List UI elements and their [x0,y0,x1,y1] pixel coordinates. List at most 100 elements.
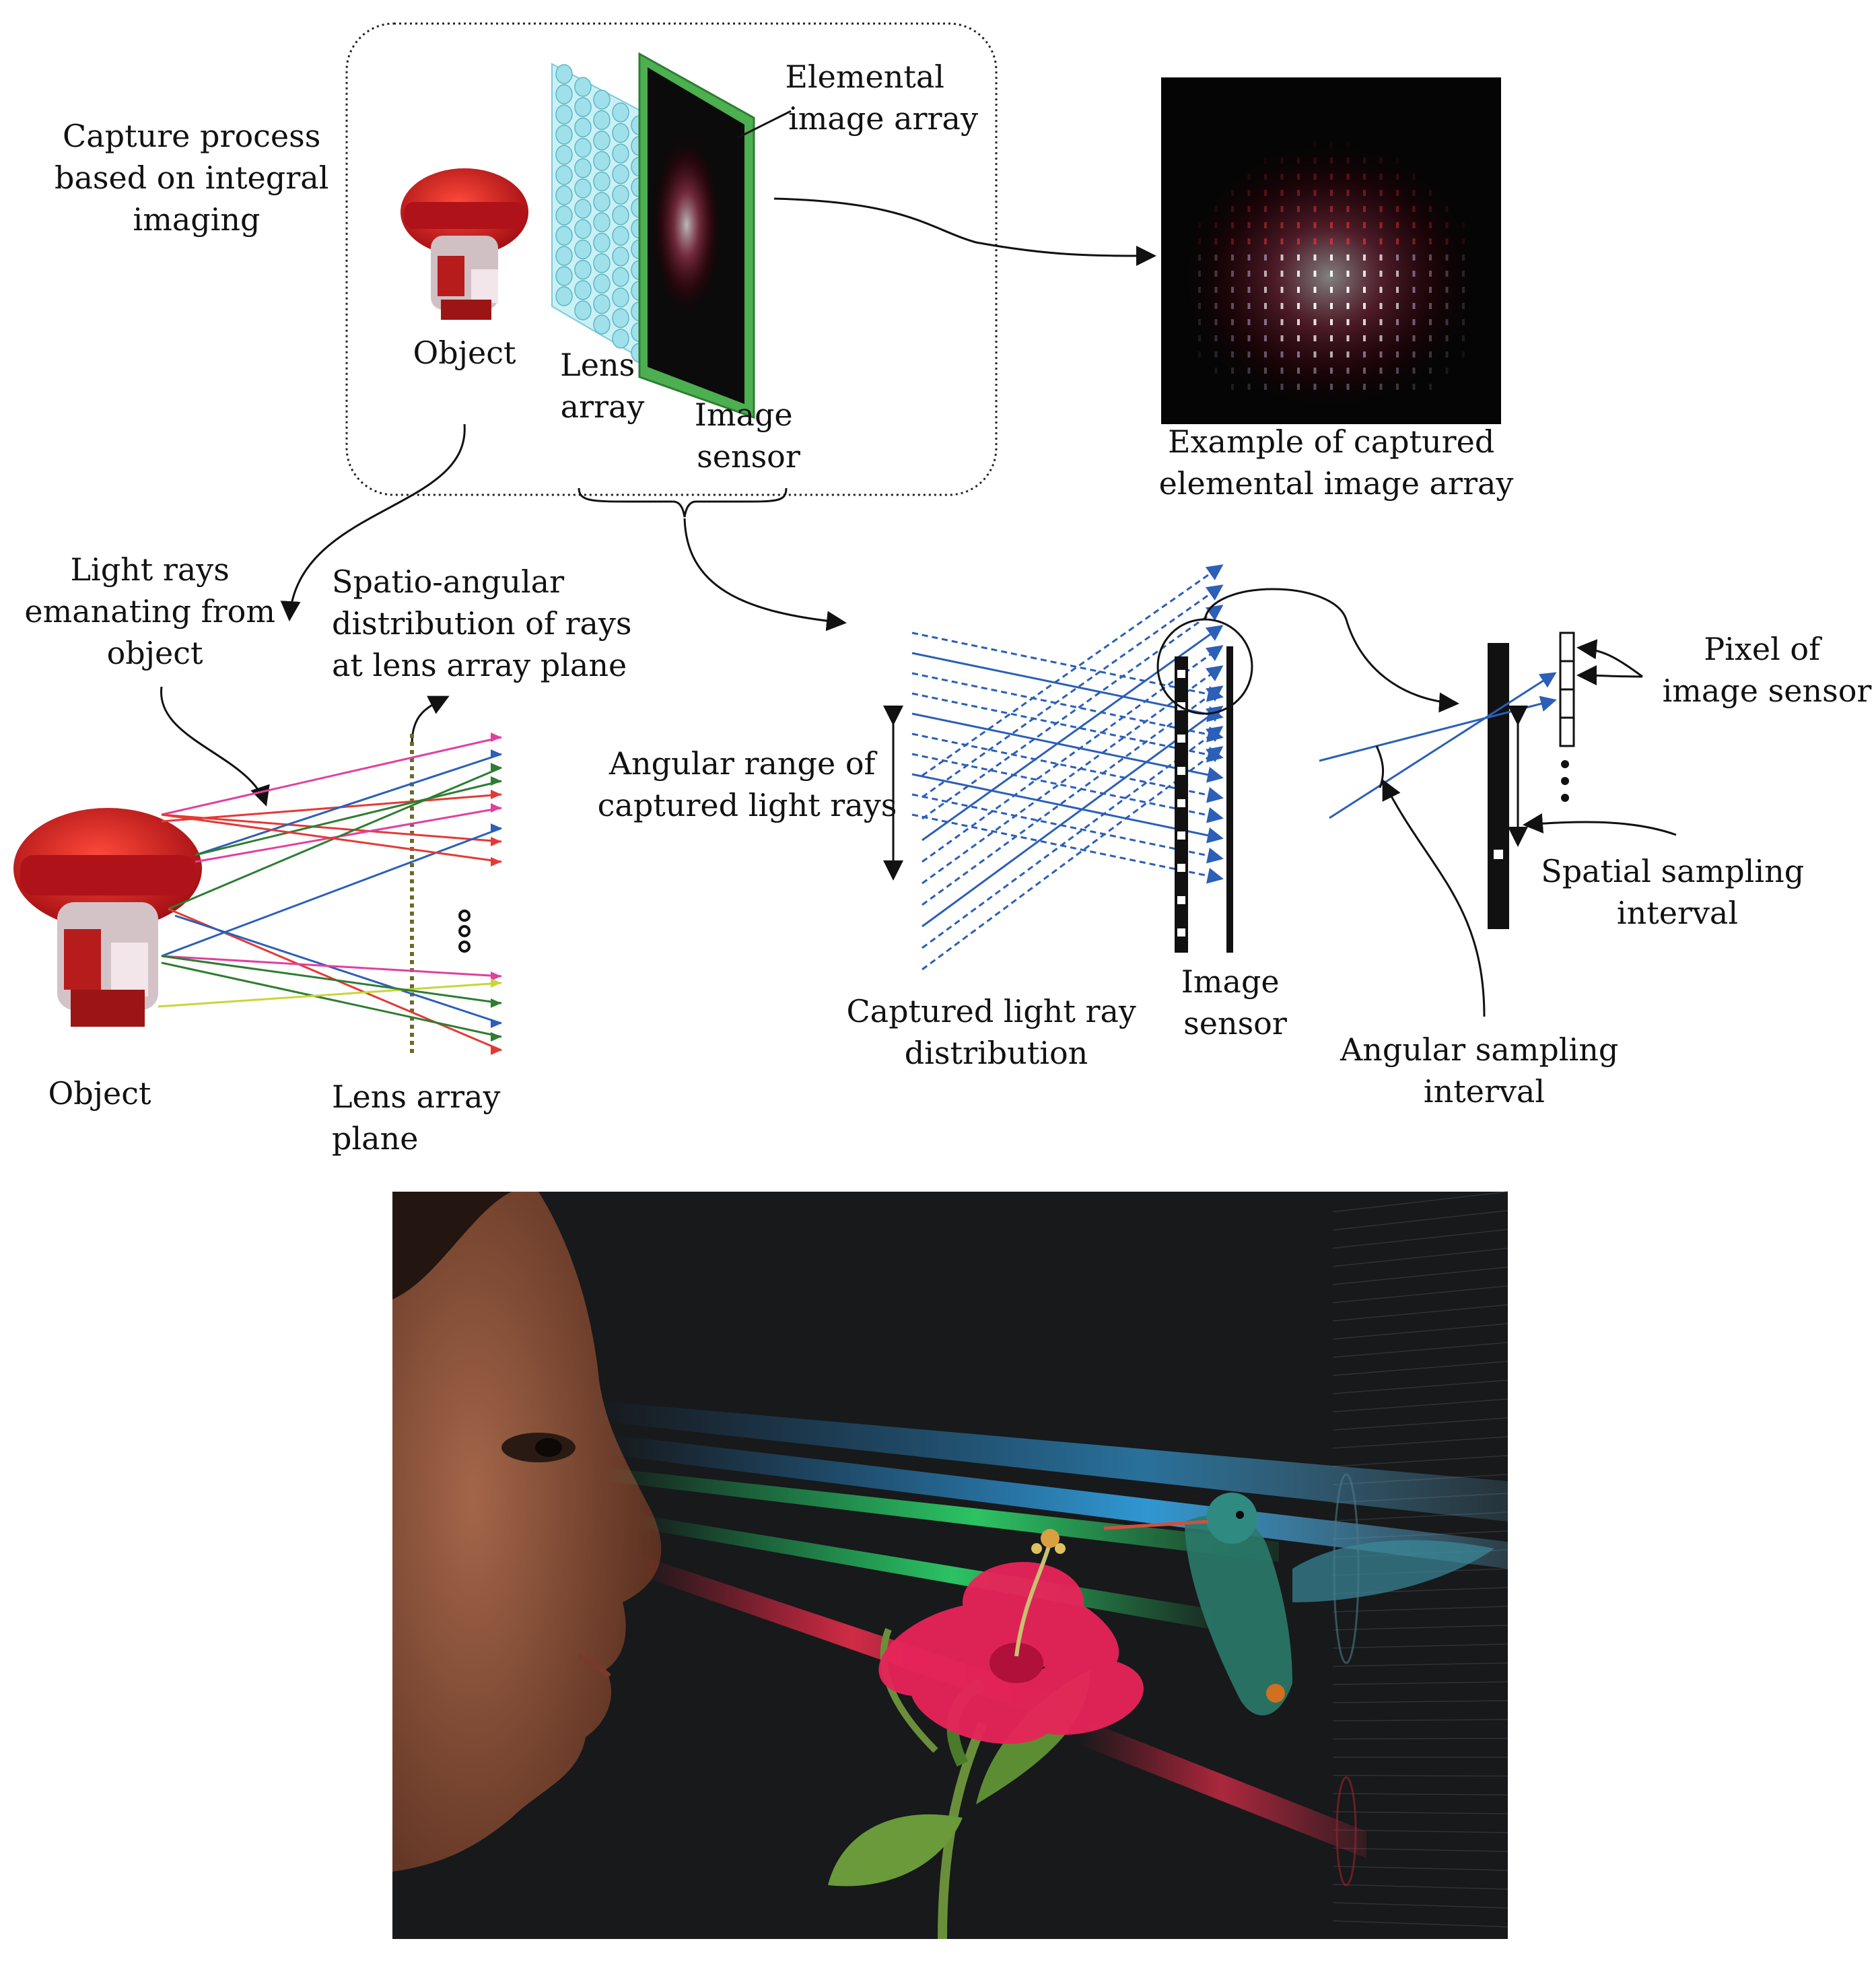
lattice-line [1332,1380,1508,1394]
eia-dot [1297,190,1300,196]
eia-dot [1346,158,1350,164]
eia-dot [1231,319,1234,325]
eia-dot [1280,384,1284,390]
lattice-line [1332,1304,1508,1322]
lattice-line [1332,1323,1508,1340]
eia-dot [1214,319,1218,325]
eia-dot [1313,238,1317,244]
eia-dot [1297,206,1300,212]
zoom-ray-2 [1329,672,1557,819]
eia-dot [1231,368,1234,374]
eia-dot [1396,158,1399,164]
eia-dot [1445,287,1449,293]
angle-arc [1375,745,1384,788]
eia-dot [1247,319,1251,325]
lens-gap [1177,767,1185,775]
eia-dot [1330,238,1333,244]
eia-dot [1297,368,1300,374]
color-ray [161,813,502,843]
eia-dot [1214,206,1218,212]
capture-ray-down [911,813,1224,884]
lens-gap [1177,896,1185,904]
eia-dot [1346,238,1350,244]
eia-dot [1462,303,1465,309]
lens-cell [593,273,611,294]
eia-dot [1412,222,1416,228]
capture-ray-up [922,746,1224,971]
lattice-line [1332,1775,1508,1777]
eia-dot [1379,351,1383,358]
eia-dot [1264,384,1267,390]
eia-dot [1198,287,1201,293]
eia-dot [1280,351,1284,358]
eia-dot [1379,206,1383,212]
eia-dot [1429,335,1432,341]
eia-dot [1231,351,1234,358]
color-ray-head [491,837,501,846]
eia-dot [1198,319,1201,325]
eia-dot [1280,206,1284,212]
lens-cell [555,266,573,286]
lens-cell [555,64,573,84]
eia-dot [1379,287,1383,293]
eia-dot [1280,254,1284,261]
eia-dot [1412,254,1416,261]
capture-ray-down [911,733,1224,803]
eia-dot [1264,319,1267,325]
eia-dot [1297,174,1300,180]
eia-dot [1231,303,1234,309]
eia-dot [1247,174,1251,180]
eia-dot [1396,368,1399,374]
lens-cell [555,145,573,165]
spatial-pointer [1523,813,1677,836]
elemental-image-array-label: Elemental image array [785,59,978,137]
eia-dot [1297,351,1300,358]
lattice-line [1332,1229,1508,1249]
eia-dot [1462,238,1465,244]
zoom-lens-gap [1494,850,1503,859]
pixel-pointer-1 [1576,639,1643,678]
eia-dot [1346,206,1350,212]
eia-dot [1330,368,1333,374]
color-ray [158,982,502,1008]
color-ray-head [491,763,501,772]
lattice-line [1332,1643,1508,1649]
lens-cell [555,125,573,145]
color-ray [195,807,502,863]
eia-dot [1412,287,1416,293]
eia-dot [1231,384,1234,390]
eia-dot [1429,368,1432,374]
eia-dot [1412,174,1416,180]
lattice-line [1332,1719,1508,1722]
eia-dot [1330,158,1333,164]
eia-dot [1264,335,1267,341]
eia-dot [1198,222,1201,228]
eia-dot [1330,206,1333,212]
lens-cell [555,185,573,205]
eia-dot [1330,141,1333,147]
lattice-line [1332,1436,1508,1449]
lens-cell [593,253,611,273]
color-ray-head [491,1046,501,1055]
lens-cell [593,151,611,171]
captured-distribution-label: Captured light ray distribution [846,993,1146,1071]
to-example-arrow [773,197,1156,266]
eia-dot [1445,222,1449,228]
eia-dot [1462,287,1465,293]
eia-dot [1429,238,1432,244]
eia-dot [1396,335,1399,341]
eia-dot [1346,222,1350,228]
eia-dot [1231,287,1234,293]
eia-dot [1231,238,1234,244]
eia-dot [1363,319,1366,325]
lens-cell [555,246,573,266]
lens-cell [593,232,611,253]
eia-dot [1445,303,1449,309]
lens-array-plane-label: Lens array plane [332,1079,510,1157]
eia-dot [1346,303,1350,309]
eia-dot [1429,384,1432,390]
color-ray [161,961,502,1038]
lens-cell [612,267,629,287]
capture-ray-up [922,625,1224,842]
image-sensor-icon [638,52,755,419]
